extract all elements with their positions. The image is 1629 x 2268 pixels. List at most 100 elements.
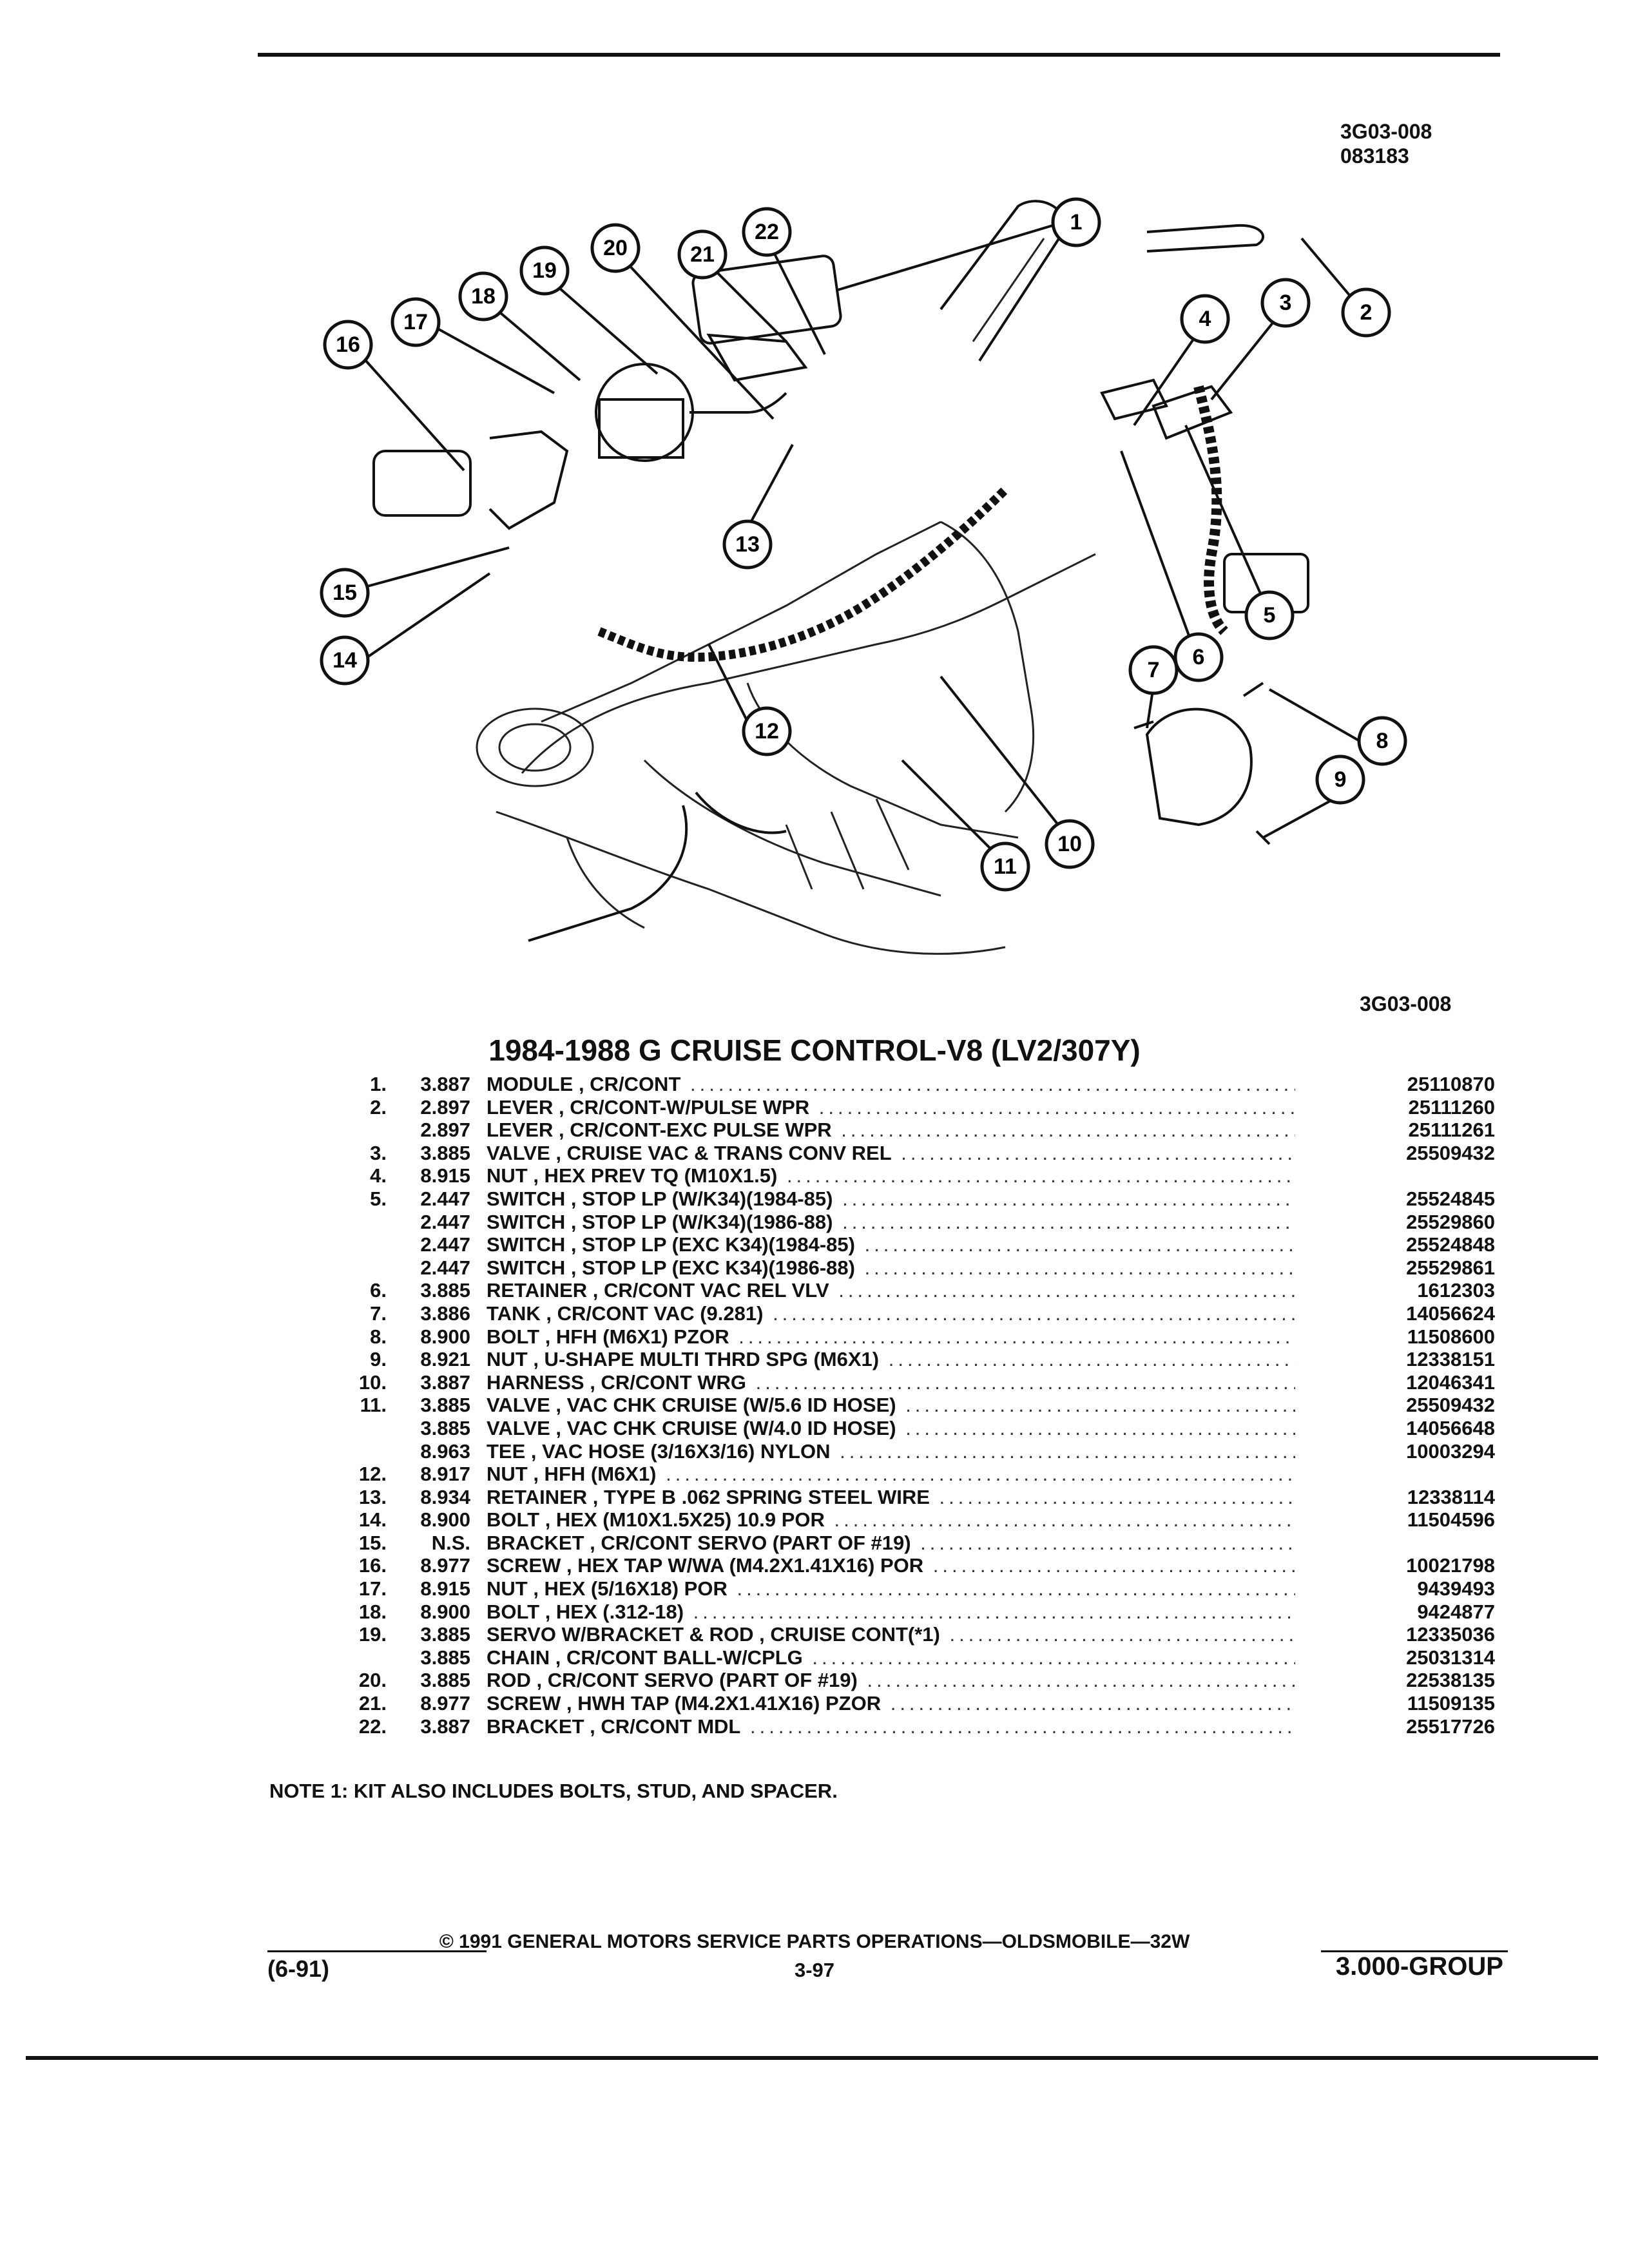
group-number: 8.900 — [420, 1325, 470, 1348]
part-description: RETAINER , CR/CONT VAC REL VLV .........… — [487, 1279, 1295, 1302]
item-number: 8. — [370, 1325, 387, 1348]
callout-2: 2 — [1341, 287, 1391, 338]
callout-6: 6 — [1173, 632, 1224, 682]
part-number: 14056648 — [1406, 1416, 1495, 1439]
engine-outline — [476, 521, 1096, 955]
part-name: RETAINER — [487, 1485, 588, 1508]
leader-dots: ........................................… — [890, 1692, 1295, 1715]
part-name: SCREW — [487, 1692, 561, 1715]
part-description: SWITCH , STOP LP (W/K34)(1986-88) ......… — [487, 1211, 1295, 1234]
item-number: 18. — [358, 1600, 387, 1623]
leader-dots: ........................................… — [693, 1600, 1295, 1623]
callout-21: 21 — [677, 229, 728, 280]
part-description: SWITCH , STOP LP (W/K34)(1984-85) ......… — [487, 1187, 1295, 1211]
group-number: 2.447 — [420, 1256, 470, 1279]
figure-date-code: 083183 — [1340, 144, 1409, 168]
footer-rule-left — [267, 1950, 487, 1952]
part-name: SWITCH — [487, 1256, 566, 1279]
cruise-vac-valve — [1100, 378, 1168, 421]
leader-dots: ........................................… — [812, 1646, 1295, 1669]
item-number: 16. — [358, 1554, 387, 1577]
item-number: 6. — [370, 1279, 387, 1302]
item-number: 20. — [358, 1669, 387, 1692]
part-detail: , CR/CONT SERVO (PART OF #19) — [530, 1669, 858, 1692]
item-number: 4. — [370, 1164, 387, 1187]
part-detail: , TYPE B .062 SPRING STEEL WIRE — [587, 1485, 930, 1508]
part-detail: , CR/CONT WRG — [584, 1370, 747, 1394]
part-name: BOLT — [487, 1600, 540, 1623]
part-name: NUT — [487, 1348, 528, 1371]
part-description: SWITCH , STOP LP (EXC K34)(1986-88) ....… — [487, 1256, 1295, 1280]
part-description: VALVE , VAC CHK CRUISE (W/5.6 ID HOSE) .… — [487, 1394, 1295, 1417]
stop-lamp-switch — [1152, 385, 1233, 440]
part-description: NUT , HEX (5/16X18) POR ................… — [487, 1577, 1295, 1600]
part-number: 25110870 — [1407, 1073, 1495, 1095]
leader-dots: ........................................… — [773, 1302, 1295, 1325]
leader-dots: ........................................… — [666, 1463, 1295, 1486]
part-number: 9424877 — [1417, 1600, 1495, 1623]
part-description: NUT , U-SHAPE MULTI THRD SPG (M6X1) ....… — [487, 1348, 1295, 1371]
part-description: SERVO W/BRACKET & ROD , CRUISE CONT(*1) … — [487, 1623, 1295, 1646]
part-number: 25509432 — [1406, 1394, 1495, 1417]
group-number: 8.963 — [420, 1439, 470, 1463]
svg-text:21: 21 — [690, 242, 715, 267]
part-description: TEE , VAC HOSE (3/16X3/16) NYLON .......… — [487, 1440, 1295, 1463]
callout-3: 3 — [1260, 278, 1311, 328]
group-number: 8.921 — [420, 1348, 470, 1371]
callout-14: 14 — [320, 635, 370, 686]
leader-dots: ........................................… — [939, 1485, 1296, 1508]
group-number: 8.915 — [420, 1164, 470, 1187]
item-number: 1. — [370, 1073, 387, 1095]
servo-connector — [372, 450, 472, 517]
leader-dots: ........................................… — [842, 1187, 1295, 1210]
part-description: RETAINER , TYPE B .062 SPRING STEEL WIRE… — [487, 1486, 1295, 1509]
part-description: BOLT , HFH (M6X1) PZOR .................… — [487, 1325, 1295, 1349]
part-detail: , HEX (5/16X18) POR — [527, 1577, 728, 1600]
part-number: 25517726 — [1406, 1715, 1495, 1738]
item-number: 5. — [370, 1187, 387, 1210]
callout-5: 5 — [1244, 590, 1295, 640]
callout-4: 4 — [1180, 294, 1230, 344]
item-number: 17. — [358, 1577, 387, 1600]
copyright: © 1991 GENERAL MOTORS SERVICE PARTS OPER… — [439, 1931, 1190, 1952]
part-description: ROD , CR/CONT SERVO (PART OF #19) ......… — [487, 1669, 1295, 1692]
leader-dots: ........................................… — [888, 1348, 1295, 1371]
part-description: LEVER , CR/CONT-W/PULSE WPR ............… — [487, 1096, 1295, 1119]
exploded-parts-diagram: 1 2 3 4 5 6 7 8 9 10 11 12 13 14 15 16 1… — [320, 197, 1407, 955]
part-description: VALVE , CRUISE VAC & TRANS CONV REL ....… — [487, 1142, 1295, 1165]
group-number: 3.885 — [420, 1623, 470, 1646]
svg-text:9: 9 — [1335, 767, 1347, 792]
part-number: 25111260 — [1408, 1095, 1495, 1119]
part-description: CHAIN , CR/CONT BALL-W/CPLG ............… — [487, 1646, 1295, 1669]
group-number: 8.977 — [420, 1554, 470, 1577]
top-rule — [258, 53, 1500, 57]
part-description: VALVE , VAC CHK CRUISE (W/4.0 ID HOSE) .… — [487, 1417, 1295, 1440]
group-label: 3.000-GROUP — [1335, 1952, 1503, 1981]
svg-text:10: 10 — [1057, 832, 1082, 856]
callout-19: 19 — [519, 245, 570, 296]
part-number: 11509135 — [1407, 1692, 1495, 1715]
group-number: 2.447 — [420, 1233, 470, 1256]
svg-text:1: 1 — [1070, 210, 1083, 235]
group-number: 8.915 — [420, 1577, 470, 1600]
part-number: 25509432 — [1406, 1141, 1495, 1164]
part-number: 9439493 — [1417, 1577, 1495, 1600]
callout-11: 11 — [980, 841, 1030, 892]
cruise-lever — [1146, 224, 1264, 253]
callout-17: 17 — [390, 297, 441, 347]
part-detail: , HWH TAP (M4.2X1.41X16) PZOR — [561, 1692, 882, 1715]
part-description: NUT , HFH (M6X1) .......................… — [487, 1463, 1295, 1486]
svg-text:18: 18 — [471, 284, 496, 309]
item-number: 12. — [358, 1463, 387, 1486]
